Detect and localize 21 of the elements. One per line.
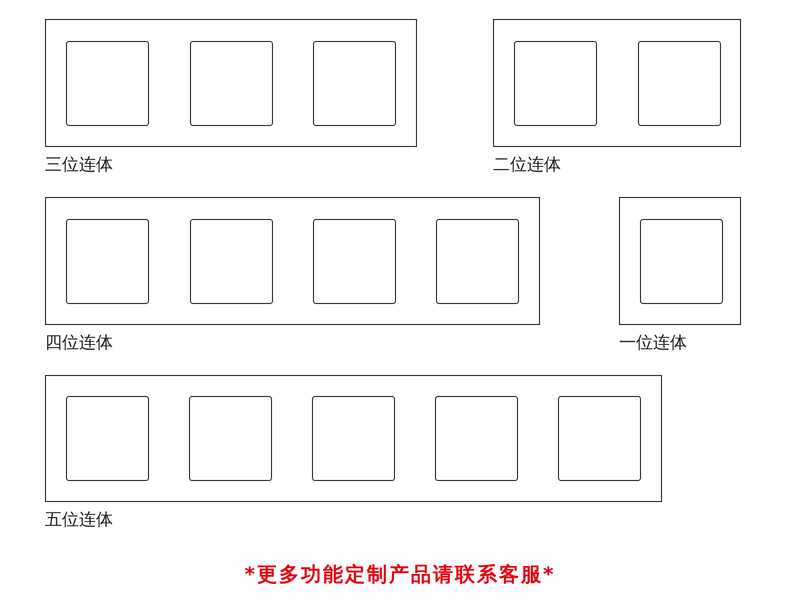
socket-square xyxy=(514,41,597,126)
socket-square xyxy=(66,396,149,481)
socket-square xyxy=(436,219,519,304)
socket-square xyxy=(66,219,149,304)
socket-square xyxy=(66,41,149,126)
socket-square xyxy=(638,41,721,126)
frame-label: 二位连体 xyxy=(493,155,561,175)
socket-square xyxy=(640,219,723,304)
socket-square xyxy=(189,396,272,481)
socket-square xyxy=(313,219,396,304)
frame-label: 五位连体 xyxy=(45,510,113,530)
frame-label: 四位连体 xyxy=(45,333,113,353)
socket-square xyxy=(558,396,641,481)
frame-label: 三位连体 xyxy=(45,155,113,175)
caption-note: *更多功能定制产品请联系客服* xyxy=(244,562,556,586)
socket-square xyxy=(190,41,273,126)
socket-square xyxy=(435,396,518,481)
frame-label: 一位连体 xyxy=(619,333,687,353)
socket-square xyxy=(313,41,396,126)
socket-square xyxy=(312,396,395,481)
socket-square xyxy=(190,219,273,304)
